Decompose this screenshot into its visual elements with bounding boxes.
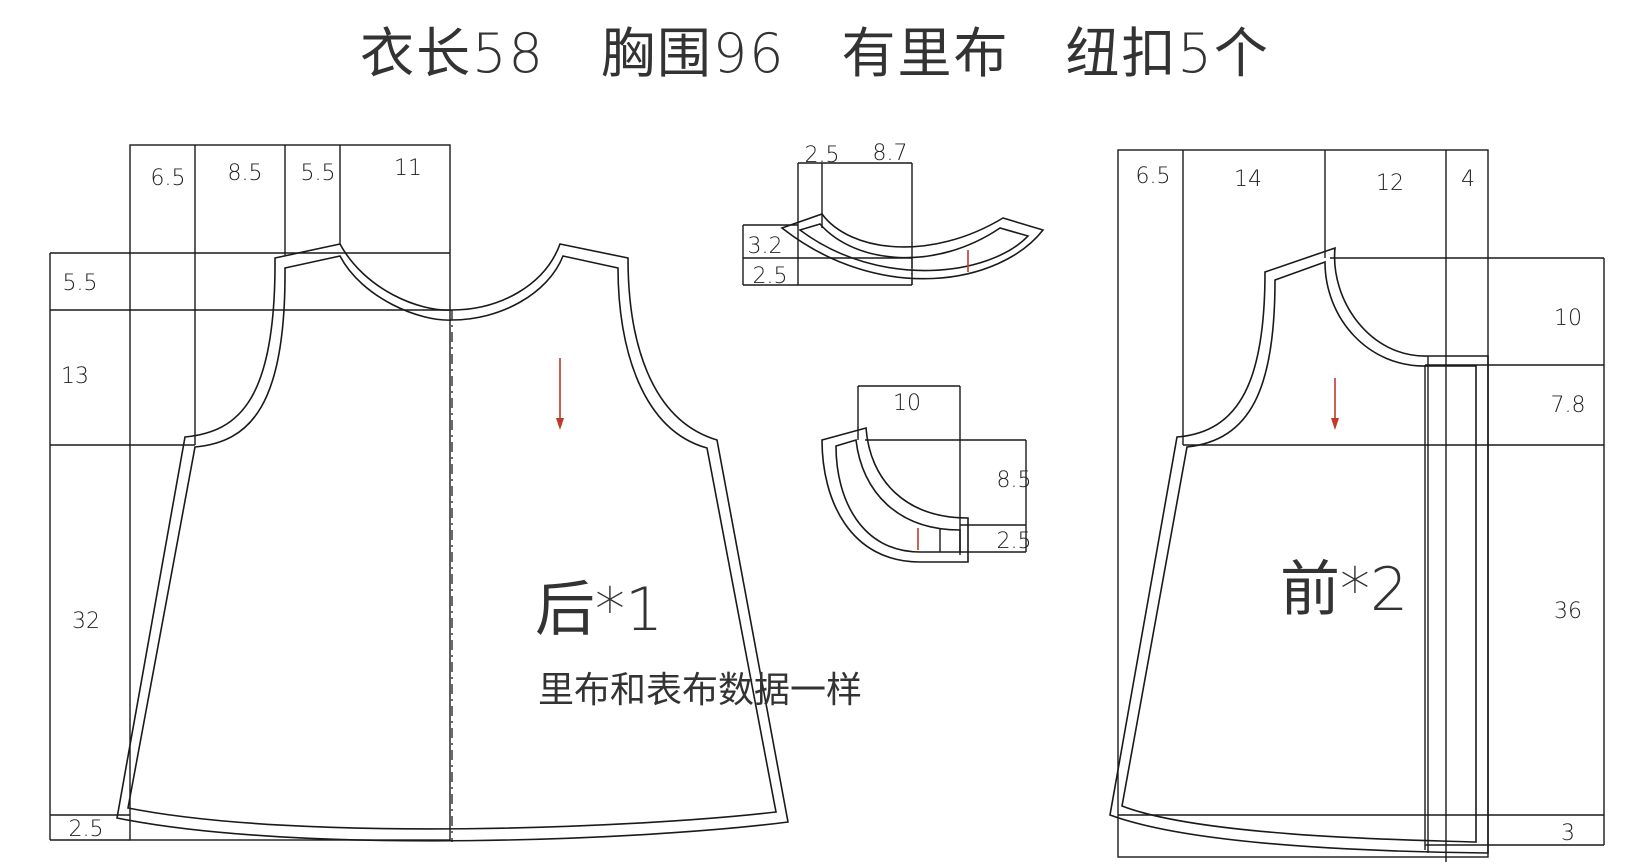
back-dim-top-1: 6.5 — [151, 166, 186, 191]
collar-lower-inner — [835, 438, 961, 553]
back-piece-label: 后*1 — [535, 575, 663, 645]
collar-lower-piece: 10 8.5 2.5 — [821, 385, 1032, 563]
front-piece-label: 前*2 — [1280, 555, 1408, 625]
front-dim-right-1: 10 — [1554, 306, 1582, 331]
back-grain-arrow — [556, 358, 564, 430]
collar-upper-dim-left-2: 2.5 — [753, 264, 788, 289]
page-title: 衣长58 胸围96 有里布 纽扣5个 — [360, 22, 1270, 85]
front-dimension-frame — [1117, 149, 1605, 862]
back-dim-top-2: 8.5 — [228, 161, 263, 186]
front-dim-right-4: 3 — [1561, 821, 1575, 846]
back-dim-left-1: 5.5 — [63, 271, 98, 296]
back-dimension-frame — [49, 144, 451, 841]
collar-upper-dim-top-1: 2.5 — [805, 143, 840, 168]
back-dim-top-4: 11 — [394, 156, 422, 181]
back-dim-left-4: 2.5 — [69, 817, 104, 842]
front-outline-inner — [1121, 260, 1477, 843]
front-outline-outer — [1109, 246, 1489, 854]
collar-lower-dim-top: 10 — [893, 391, 921, 416]
back-dim-left-2: 13 — [61, 364, 89, 389]
back-outline-inner — [127, 255, 777, 830]
front-dim-top-2: 14 — [1234, 167, 1262, 192]
front-dim-top-3: 12 — [1376, 171, 1404, 196]
back-outline-outer — [116, 243, 789, 842]
collar-upper-dim-top-2: 8.7 — [873, 141, 908, 166]
front-piece: 6.5 14 12 4 10 7.8 36 3 前*2 — [1109, 149, 1605, 862]
front-dim-top-4: 4 — [1461, 167, 1475, 192]
lining-note: 里布和表布数据一样 — [538, 670, 862, 711]
collar-upper-piece: 2.5 8.7 3.2 2.5 — [742, 141, 1045, 289]
back-dim-left-3: 32 — [72, 609, 100, 634]
front-grain-arrow — [1331, 378, 1339, 430]
back-dim-top-3: 5.5 — [301, 161, 336, 186]
collar-upper-dim-left-1: 3.2 — [748, 234, 783, 259]
collar-upper-outer — [780, 213, 1045, 280]
front-dim-top-1: 6.5 — [1136, 164, 1171, 189]
front-dim-right-2: 7.8 — [1551, 393, 1586, 418]
back-piece: 6.5 8.5 5.5 11 5.5 13 32 2.5 后*1 里布和表布数据… — [49, 144, 862, 842]
collar-lower-dim-right-2: 2.5 — [997, 529, 1032, 554]
collar-lower-outer — [821, 426, 969, 563]
collar-lower-dim-right-1: 8.5 — [997, 468, 1032, 493]
collar-upper-inner — [798, 223, 1030, 272]
front-dim-right-3: 36 — [1554, 599, 1582, 624]
